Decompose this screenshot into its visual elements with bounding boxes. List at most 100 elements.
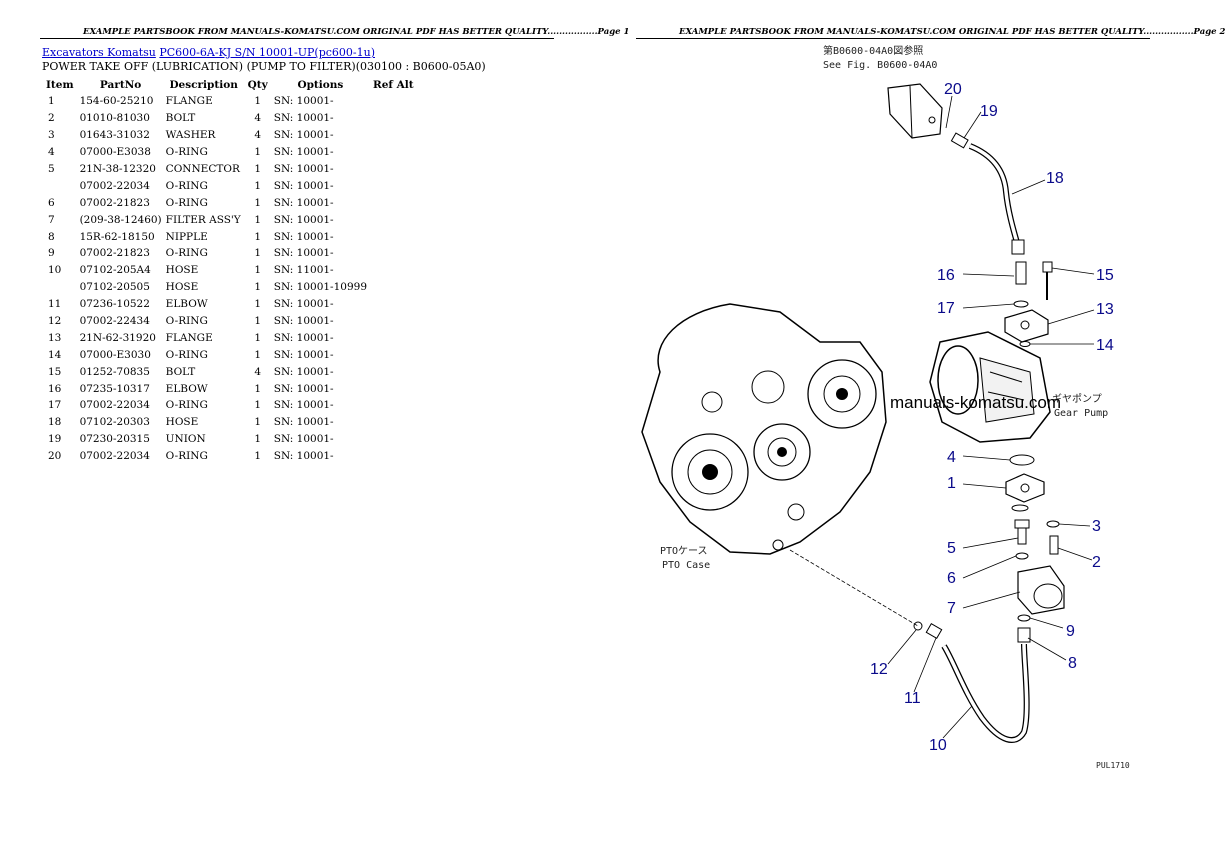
cell-options: SN: 10001- [273, 399, 334, 412]
cell-partno: 07002-21823 [79, 196, 150, 209]
cell-description: O-RING [165, 348, 208, 361]
cell-qty: 1 [254, 433, 262, 446]
col-header-options: Options [297, 78, 344, 91]
cell-refalt [369, 448, 418, 465]
cell-item: 6 [48, 196, 55, 209]
cell-item [42, 177, 78, 194]
cell-options: SN: 10001- [273, 146, 334, 159]
callout-2: 2 [1092, 554, 1101, 571]
cell-options: SN: 10001- [273, 112, 334, 125]
figure-code: PUL1710 [1096, 761, 1130, 770]
cell-partno: 07102-20505 [79, 281, 150, 294]
cell-qty: 1 [254, 281, 262, 294]
cell-partno: 07230-20315 [79, 433, 150, 446]
cell-description: HOSE [165, 281, 199, 294]
cell-description: CONNECTOR [165, 163, 240, 175]
cell-description: ELBOW [165, 382, 208, 395]
cell-item: 4 [48, 146, 55, 159]
cell-item: 19 [48, 433, 62, 446]
parts-diagram: 第B0600-04A0図参照 See Fig. B0600-04A0 ギヤポンプ… [641, 44, 1130, 770]
cell-options: SN: 10001- [273, 348, 334, 361]
cell-item: 12 [48, 315, 62, 328]
callout-17: 17 [937, 300, 955, 317]
cell-item: 20 [48, 450, 62, 463]
cell-refalt [369, 211, 418, 228]
cell-partno: 15R-62-18150 [79, 230, 155, 243]
breadcrumb: Excavators Komatsu PC600-6A-KJ S/N 10001… [42, 46, 375, 59]
callout-1: 1 [947, 475, 956, 492]
cell-description: FLANGE [165, 95, 213, 108]
page-header-right: EXAMPLE PARTSBOOK FROM MANUALS-KOMATSU.C… [679, 27, 1225, 37]
leader-lines [887, 95, 1095, 739]
parts-table: Item PartNo Description Qty Options Ref … [42, 76, 418, 465]
cell-refalt [369, 329, 418, 346]
cell-partno: (209-38-12460) [79, 213, 162, 226]
cell-qty: 1 [254, 416, 262, 429]
breadcrumb-link-model[interactable]: PC600-6A-KJ S/N 10001-UP(pc600-1u) [159, 46, 375, 59]
gear-pump-label: Gear Pump [1054, 408, 1108, 419]
lower-filter-fittings [1005, 454, 1065, 643]
cell-item: 13 [48, 331, 62, 344]
cell-partno: 07000-E3038 [79, 146, 151, 159]
cell-partno: 01643-31032 [79, 129, 150, 142]
cell-description: HOSE [165, 264, 199, 277]
cell-options: SN: 10001- [273, 179, 334, 192]
breadcrumb-link-excavators[interactable]: Excavators Komatsu [42, 46, 156, 59]
cell-qty: 4 [254, 129, 262, 142]
cell-item: 18 [48, 416, 62, 429]
cell-options: SN: 10001- [273, 163, 334, 175]
upper-hose [950, 132, 1025, 255]
cell-qty: 1 [254, 298, 262, 311]
cell-refalt [369, 397, 418, 414]
cell-item: 9 [48, 247, 55, 260]
upper-pump-fittings [1004, 261, 1053, 347]
cell-qty: 1 [254, 399, 262, 412]
cell-item: 15 [48, 365, 62, 378]
cell-qty: 1 [254, 382, 262, 395]
cell-partno: 07000-E3030 [79, 348, 151, 361]
cell-refalt [369, 262, 418, 279]
cell-options: SN: 10001- [273, 95, 334, 108]
cell-qty: 1 [254, 264, 262, 277]
gear-pump-jp-label: ギヤポンプ [1052, 393, 1102, 405]
cell-qty: 1 [254, 450, 262, 463]
cell-item: 10 [48, 264, 62, 277]
cell-qty: 1 [254, 247, 262, 260]
cell-qty: 4 [254, 365, 262, 378]
cell-partno: 07002-22034 [79, 179, 150, 192]
cell-description: O-RING [165, 196, 208, 209]
cell-refalt [369, 296, 418, 313]
cell-description: O-RING [165, 247, 208, 260]
cell-qty: 1 [254, 146, 262, 159]
cell-options: SN: 10001- [273, 382, 334, 395]
cell-partno: 07102-205A4 [79, 264, 151, 277]
cell-qty: 1 [254, 348, 262, 361]
callout-14: 14 [1096, 337, 1114, 354]
cell-item: 7 [48, 213, 55, 226]
pto-case: PTOケース PTO Case [641, 303, 887, 571]
callout-4: 4 [947, 449, 956, 466]
cell-refalt [369, 380, 418, 397]
table-row: 10 07102-205A4 HOSE 1 SN: 11001- [42, 262, 418, 279]
col-header-item: Item [46, 78, 74, 91]
cell-refalt [369, 228, 418, 245]
cell-item: 17 [48, 399, 62, 412]
cell-description: FLANGE [165, 331, 213, 344]
cell-description: O-RING [165, 315, 208, 328]
callout-9: 9 [1066, 623, 1075, 640]
cell-refalt [369, 245, 418, 262]
cell-options: SN: 11001- [273, 264, 334, 277]
cell-options: SN: 10001- [273, 331, 334, 344]
cell-qty: 1 [254, 230, 262, 243]
